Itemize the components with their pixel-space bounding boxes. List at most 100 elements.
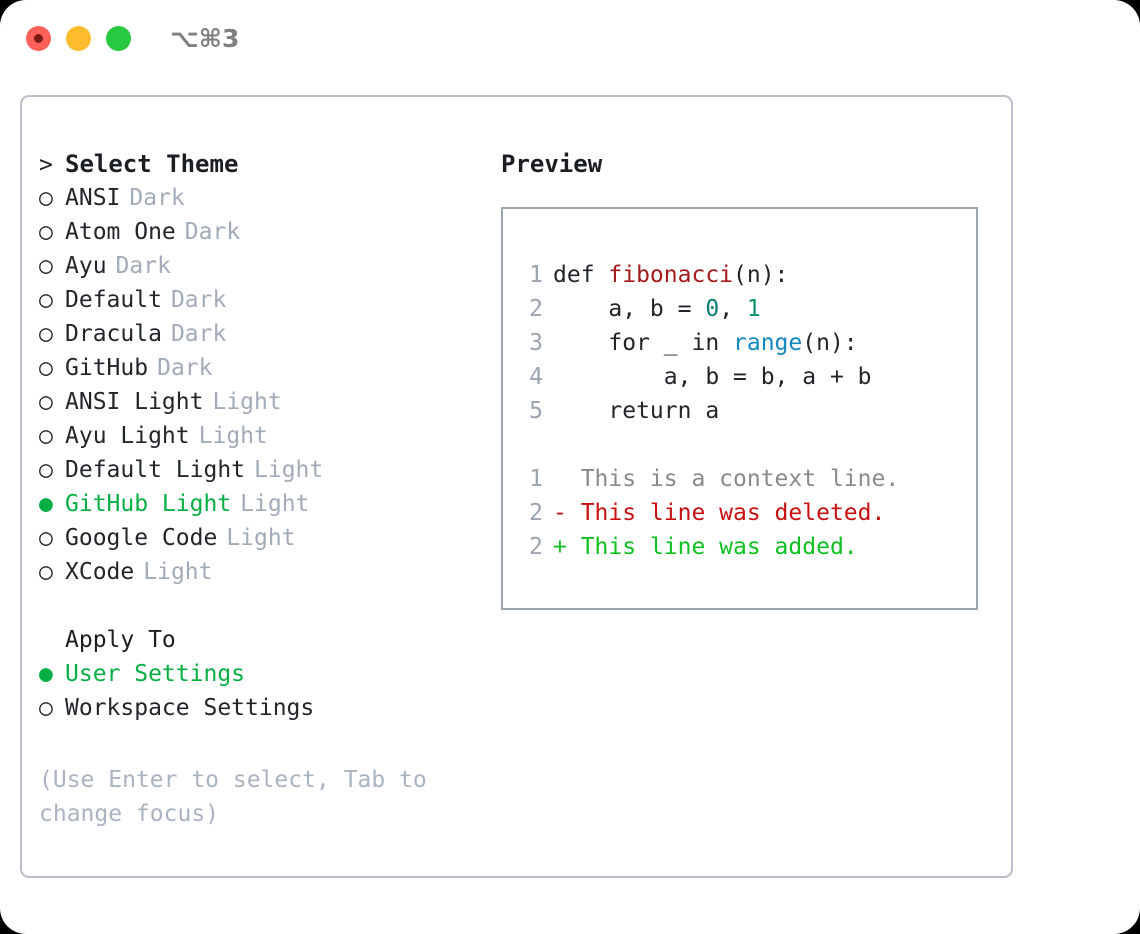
diff-line-text: - This line was deleted. [553, 500, 886, 526]
theme-item-variant-tag: Light [143, 559, 213, 585]
preview-column: Preview 1 def fibonacci (n): 2 a, b = 0, 1 3… [501, 147, 978, 610]
theme-item-label: Dracula [65, 321, 162, 347]
theme-item-variant-tag: Dark [170, 287, 227, 313]
code-token: (n): [802, 330, 858, 356]
theme-list-item[interactable]: ○ Google Code Light [39, 521, 469, 555]
theme-item-variant-tag: Dark [115, 253, 171, 279]
theme-item-label: ANSI Light [65, 389, 204, 415]
diff-line: 2 - This line was deleted. [521, 496, 899, 530]
radio-selected-icon[interactable]: ● [39, 491, 53, 517]
radio-unselected-icon[interactable]: ○ [39, 695, 53, 721]
radio-unselected-icon[interactable]: ○ [39, 219, 53, 245]
radio-unselected-icon[interactable]: ○ [39, 355, 53, 381]
theme-item-label: ANSI [65, 185, 121, 211]
diff-line-text: This is a context line. [553, 466, 900, 492]
theme-item-variant-tag: Light [198, 423, 268, 449]
keyboard-hint: (Use Enter to select, Tab to change focu… [39, 767, 427, 827]
theme-item-label: XCode [65, 559, 135, 585]
code-token: return a [553, 398, 720, 424]
spacer [39, 589, 469, 623]
radio-unselected-icon[interactable]: ○ [39, 457, 53, 483]
code-token: for _ in [553, 330, 734, 356]
theme-item-label: Google Code [65, 525, 218, 551]
code-token: fibonacci [608, 262, 734, 288]
theme-list-item[interactable]: ○ Dracula Dark [39, 317, 469, 351]
theme-list-item[interactable]: ○ GitHub Dark [39, 351, 469, 385]
apply-to-item-label: User Settings [65, 661, 246, 687]
theme-picker-heading: > Select Theme [39, 147, 469, 181]
theme-item-variant-tag: Dark [170, 321, 227, 347]
line-number: 2 [529, 534, 543, 560]
theme-item-label: Default [65, 287, 162, 313]
theme-item-variant-tag: Dark [184, 219, 241, 245]
radio-unselected-icon[interactable]: ○ [39, 287, 53, 313]
preview-title: Preview [501, 150, 603, 178]
title-bar: ⌥⌘3 [0, 0, 1140, 76]
theme-item-label: Ayu Light [65, 423, 190, 449]
theme-item-variant-tag: Light [226, 525, 296, 551]
code-token: range [733, 330, 803, 356]
window-title: ⌥⌘3 [170, 24, 240, 53]
radio-unselected-icon[interactable]: ○ [39, 321, 53, 347]
theme-picker-heading-label: Select Theme [65, 150, 239, 178]
line-number: 4 [529, 364, 543, 390]
code-line: 4 a, b = b, a + b [521, 360, 899, 394]
theme-item-variant-tag: Light [254, 457, 324, 483]
prompt-caret-icon: > [39, 152, 53, 178]
theme-list-item[interactable]: ○ XCode Light [39, 555, 469, 589]
theme-item-label: Default Light [65, 457, 246, 483]
code-line: 2 a, b = 0, 1 [521, 292, 899, 326]
theme-list-item[interactable]: ○ Default Light Light [39, 453, 469, 487]
code-preview: 1 def fibonacci (n): 2 a, b = 0, 1 3 for _ i… [521, 258, 899, 564]
radio-unselected-icon[interactable]: ○ [39, 389, 53, 415]
radio-unselected-icon[interactable]: ○ [39, 559, 53, 585]
code-blank-line [521, 428, 899, 462]
apply-to-heading-label: Apply To [65, 627, 176, 653]
theme-list-item[interactable]: ● GitHub Light Light [39, 487, 469, 521]
apply-to-heading: ○Apply To [39, 623, 469, 657]
apply-to-item-label: Workspace Settings [65, 695, 315, 721]
theme-list-item[interactable]: ○ Ayu Light Light [39, 419, 469, 453]
theme-list-item[interactable]: ○ ANSI Light Light [39, 385, 469, 419]
radio-unselected-icon[interactable]: ○ [39, 253, 53, 279]
theme-item-label: GitHub [65, 355, 149, 381]
radio-unselected-icon[interactable]: ○ [39, 185, 53, 211]
line-number: 2 [529, 500, 543, 526]
code-token: def [553, 262, 609, 288]
theme-list-item[interactable]: ○ Default Dark [39, 283, 469, 317]
diff-line: 1 This is a context line. [521, 462, 899, 496]
code-token: a, b = [553, 296, 706, 322]
theme-item-variant-tag: Light [212, 389, 282, 415]
line-number: 3 [529, 330, 543, 356]
theme-item-variant-tag: Light [240, 491, 310, 517]
line-number: 1 [529, 466, 543, 492]
theme-item-variant-tag: Dark [157, 355, 213, 381]
apply-to-item[interactable]: ○ Workspace Settings [39, 691, 469, 725]
maximize-window-button[interactable] [106, 26, 131, 51]
diff-line: 2 + This line was added. [521, 530, 899, 564]
code-line: 5 return a [521, 394, 899, 428]
diff-line-text: + This line was added. [553, 534, 858, 560]
radio-unselected-icon[interactable]: ○ [39, 525, 53, 551]
code-token: , [719, 296, 747, 322]
line-number: 2 [529, 296, 543, 322]
theme-item-label: GitHub Light [65, 491, 232, 517]
code-token: a, b = b, a + b [553, 364, 872, 390]
theme-list-item[interactable]: ○ Atom One Dark [39, 215, 469, 249]
minimize-window-button[interactable] [66, 26, 91, 51]
line-number: 5 [529, 398, 543, 424]
code-token: 0 [705, 296, 720, 322]
apply-to-item[interactable]: ● User Settings [39, 657, 469, 691]
radio-selected-icon[interactable]: ● [39, 661, 53, 687]
blank-marker-icon: ○ [39, 623, 65, 657]
theme-item-label: Atom One [65, 219, 176, 245]
line-number: 1 [529, 262, 543, 288]
radio-unselected-icon[interactable]: ○ [39, 423, 53, 449]
